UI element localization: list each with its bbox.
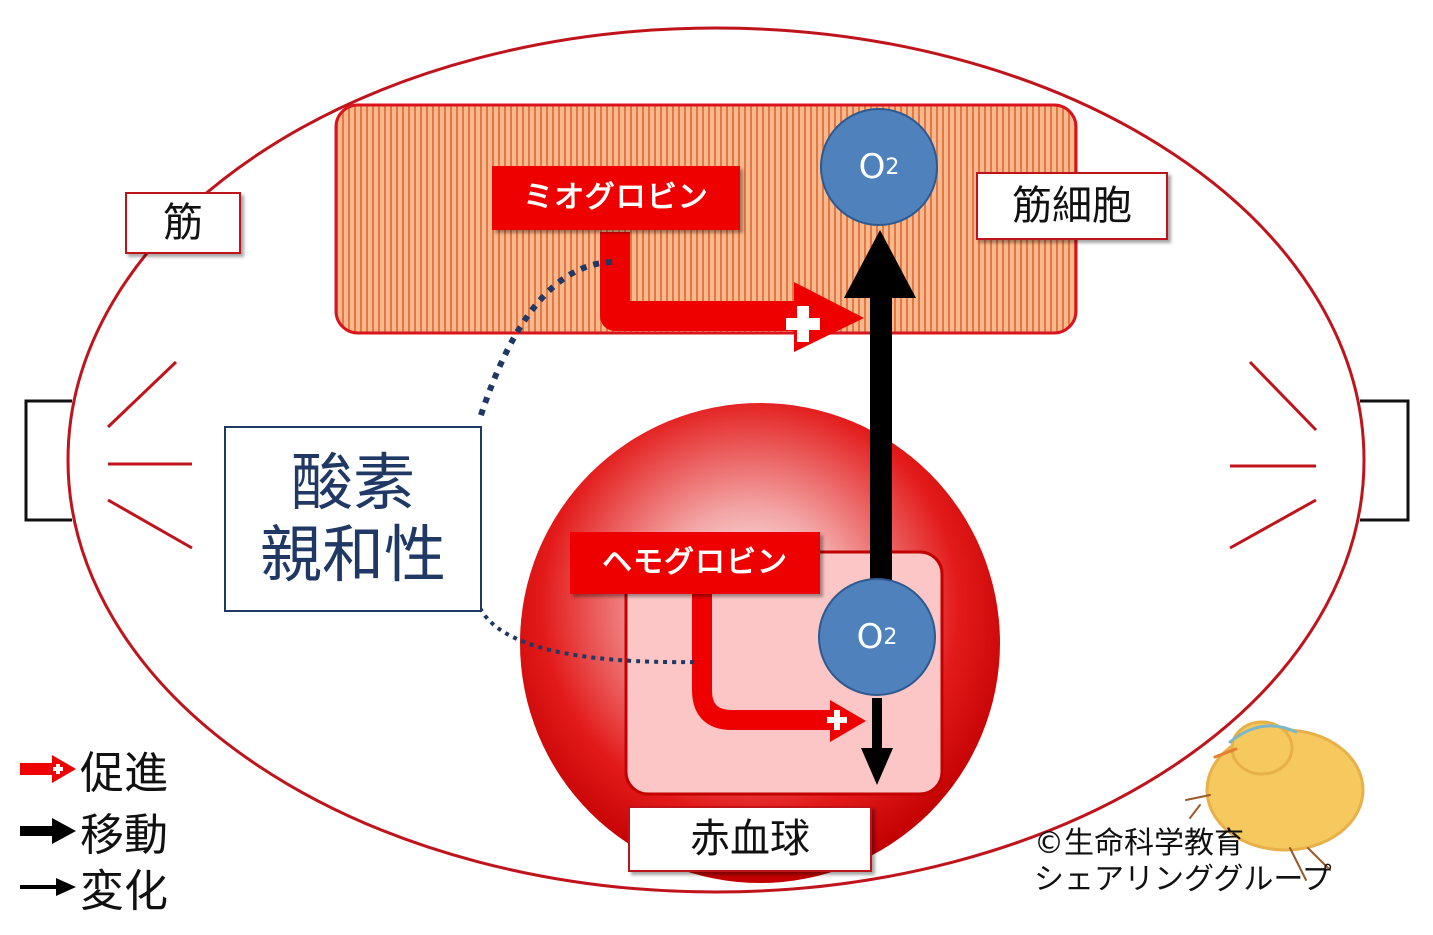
- right-tendon: [1360, 399, 1410, 522]
- legend-move-label: 移動: [80, 810, 168, 861]
- affinity-line-1: 酸素: [290, 446, 415, 519]
- hemoglobin-tag: ヘモグロビン: [570, 532, 820, 594]
- affinity-dotted-line-bottom: [478, 607, 701, 665]
- oxygen-subscript-top: 2: [885, 154, 900, 180]
- chick-illustration: [1185, 720, 1365, 881]
- affinity-line-2: 親和性: [259, 518, 446, 591]
- copyright-line-2: シェアリンググループ: [1034, 862, 1332, 897]
- muscle-cell-label-text: 筋細胞: [1012, 183, 1132, 229]
- oxygen-move-arrow-shaft: [870, 292, 892, 582]
- hemoglobin-plus-icon: [827, 710, 847, 730]
- legend-change-label: 変化: [80, 866, 168, 917]
- copyright-text: ©生命科学教育 シェアリンググループ: [1034, 826, 1332, 898]
- change-arrow-icon: [20, 878, 76, 896]
- red-blood-cell-label: 赤血球: [628, 806, 872, 872]
- contraction-lines: [106, 360, 1318, 550]
- muscle-cell-label: 筋細胞: [976, 172, 1168, 240]
- oxygen-subscript-bottom: 2: [883, 624, 898, 650]
- left-tendon: [24, 399, 72, 522]
- legend-promote: 促進: [20, 744, 168, 799]
- legend-move: 移動: [20, 806, 168, 861]
- muscle-label-text: 筋: [163, 200, 203, 246]
- move-arrow-icon: [20, 818, 76, 844]
- hemoglobin-promote-arrow: [692, 590, 835, 730]
- myoglobin-plus-icon: [786, 306, 820, 342]
- oxygen-symbol-top: O: [858, 147, 886, 187]
- oxygen-move-arrow-head: [844, 230, 916, 298]
- myoglobin-tag-text: ミオグロビン: [523, 180, 709, 215]
- oxygen-symbol-bottom: O: [856, 617, 884, 657]
- legend-promote-label: 促進: [80, 748, 168, 799]
- muscle-label: 筋: [125, 192, 241, 254]
- myoglobin-promote-arrow: [600, 232, 800, 331]
- copyright-line-1: ©生命科学教育: [1034, 826, 1244, 861]
- red-blood-cell-label-text: 赤血球: [690, 816, 810, 862]
- promote-arrow-icon: [20, 755, 76, 783]
- hemoglobin-tag-text: ヘモグロビン: [602, 545, 788, 580]
- legend-change: 変化: [20, 862, 168, 917]
- myoglobin-tag: ミオグロビン: [492, 166, 740, 230]
- oxygen-affinity-box: 酸素 親和性: [224, 426, 482, 612]
